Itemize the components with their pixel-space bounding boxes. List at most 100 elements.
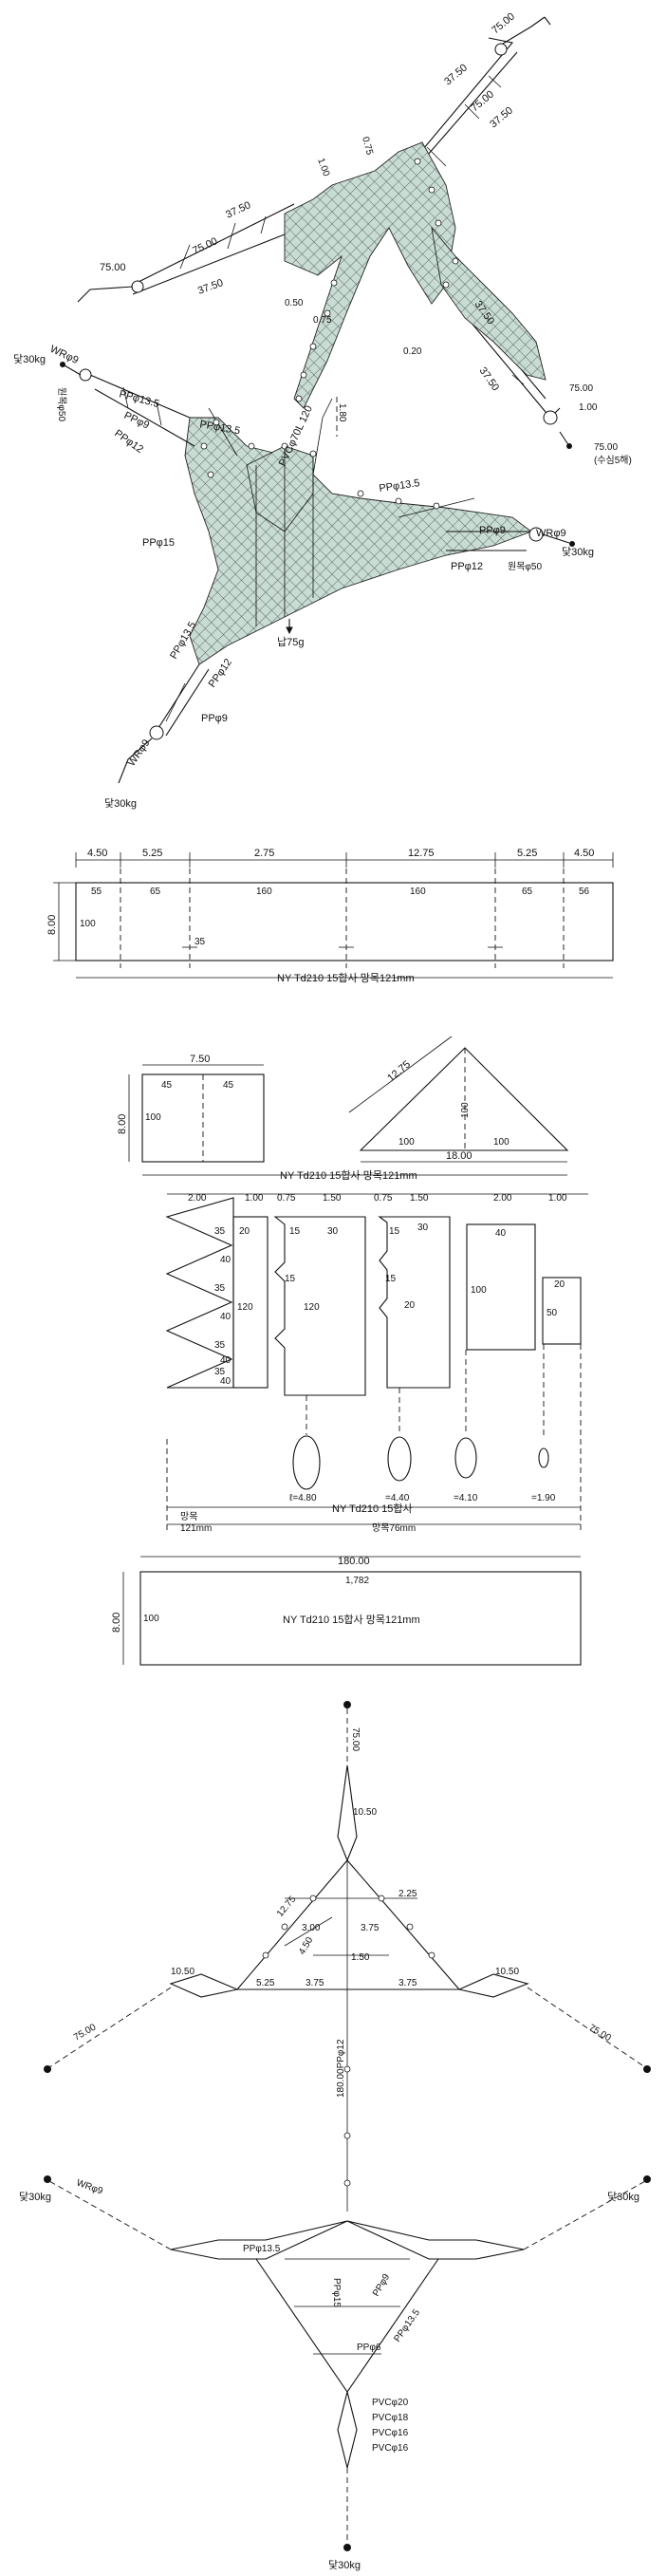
fig6-pvc-0: PVCφ20 <box>372 2398 409 2408</box>
right-float-label: 원목φ50 <box>508 561 542 572</box>
fig4-oval-label-3: =1.90 <box>531 1493 556 1503</box>
fig3-mesh-0: 45 <box>161 1080 173 1091</box>
pp-label-0: PPφ13.5 <box>118 388 160 410</box>
fig6-top-len: 75.00 <box>350 1727 361 1751</box>
fig5-rect <box>139 1571 582 1666</box>
fig3-tri-base-left: 100 <box>398 1137 415 1148</box>
pp-label-2: PPφ12 <box>112 428 145 456</box>
fig2-dim-4: 5.25 <box>517 848 537 859</box>
fig4-oval-3 <box>538 1447 549 1468</box>
fig2-panel: 4.50 5.25 2.75 12.75 5.25 4.50 55 65 160… <box>46 848 614 984</box>
fig1-dim-7: (수심5해) <box>594 454 632 466</box>
fig4-p3-1: 30 <box>417 1223 429 1233</box>
fig4-p5-1: 50 <box>547 1308 558 1318</box>
fig4-p1-1: 120 <box>237 1302 253 1313</box>
right-sinker-label: 닻30kg <box>562 546 594 558</box>
top-net-body <box>284 141 456 409</box>
fig1-len-0: 75.00 <box>490 10 517 36</box>
fig4-dim-1: 1.00 <box>245 1193 264 1204</box>
fig3-tri-side: 12.75 <box>385 1058 413 1084</box>
fig4-p2-1: 30 <box>327 1226 339 1237</box>
center-sinker-label: 납75g <box>277 636 304 648</box>
fig1-dim-6: 75.00 <box>569 383 593 394</box>
fig2-caption: NY Td210 15합사 망목121mm <box>277 972 415 984</box>
fig6-dim-1: 2.25 <box>398 1889 417 1899</box>
fig2-rect <box>75 882 614 961</box>
fig6-center: 180.00PPφ12 <box>336 2039 346 2098</box>
fig4-dim-2: 0.75 <box>277 1193 296 1204</box>
fig6-bottom-sinker: 닻30kg <box>328 2559 361 2571</box>
fig4-tri-5: 40 <box>220 1355 232 1366</box>
fig1-len-7: 37.50 <box>196 277 225 297</box>
pp-label-5: PPφ13.5 <box>379 477 420 495</box>
fig6-dim-8: 3.75 <box>398 1978 417 1988</box>
fig4-tri-3: 40 <box>220 1312 232 1322</box>
fig2-mesh-1: 65 <box>150 887 161 897</box>
fig6-dim-7: 3.75 <box>306 1978 324 1988</box>
bottom-sinker-label: 닻30kg <box>104 797 137 810</box>
fig4-mesh-left-a: 망목 <box>180 1511 197 1522</box>
pp-label-9: PPφ12 <box>207 657 234 690</box>
fig4-p2-3: 120 <box>304 1302 320 1313</box>
fig6-pvc-3: PVCφ16 <box>372 2443 409 2454</box>
pp-label-10: PPφ9 <box>201 713 228 724</box>
fig5-width-dim: 180.00 <box>338 1556 370 1567</box>
fig3-caption: NY Td210 15합사 망목121mm <box>280 1169 417 1182</box>
fig6-left-inner: 10.50 <box>171 1967 195 1977</box>
fig1-dim-0: 1.00 <box>315 157 331 177</box>
fig4-p3-0: 15 <box>389 1226 400 1237</box>
pp-label-7: PPφ12 <box>451 561 483 572</box>
fig4-mesh-right: 망목76mm <box>372 1522 416 1534</box>
fig5-height-mesh: 100 <box>143 1614 159 1624</box>
fig2-dim-0: 4.50 <box>87 848 107 859</box>
pp-label-4: PPφ15 <box>142 537 175 549</box>
fig4-oval-1 <box>387 1436 412 1482</box>
bottom-wr-label: WRφ9 <box>126 737 153 769</box>
fig2-dim-3: 12.75 <box>408 848 435 859</box>
fig4-dim-5: 1.50 <box>410 1193 429 1204</box>
fig1-dim-8: 75.00 <box>594 442 618 453</box>
fig6-br-sinker: 닻30kg <box>607 2191 639 2203</box>
fig3-triangle <box>359 1047 569 1151</box>
fig1-dim-3: 0.75 <box>313 315 332 326</box>
fig4-mesh-left-b: 121mm <box>180 1523 212 1534</box>
fig4-tri-0: 35 <box>214 1226 226 1237</box>
fig6-right-inner: 10.50 <box>495 1967 519 1977</box>
fig5-caption: NY Td210 15합사 망목121mm <box>283 1614 420 1626</box>
fig4-panel-2 <box>273 1216 366 1396</box>
fig1-len-5: 37.50 <box>224 199 252 221</box>
fig6-left-len: 75.00 <box>72 2022 99 2043</box>
fig6-pvc-2: PVCφ16 <box>372 2428 409 2438</box>
left-float-label: 원목φ50 <box>56 387 67 421</box>
fig2-dim-2: 2.75 <box>254 848 274 859</box>
fig6-dim-0: 12.75 <box>275 1894 299 1919</box>
fig3-width-dim: 7.50 <box>190 1054 210 1065</box>
fig6-dim-2: 3.00 <box>302 1923 321 1933</box>
fig2-height-mesh: 100 <box>80 919 96 929</box>
fig2-small-mark: 35 <box>195 937 206 947</box>
fig5-mesh: 1,782 <box>345 1576 369 1586</box>
fig3-panels: 7.50 45 45 8.00 100 12.75 100 100 100 18… <box>117 1036 569 1182</box>
fig6-bottom-0: PPφ13.5 <box>243 2244 281 2254</box>
fig4-p3-2: 15 <box>385 1274 397 1284</box>
fig1-len-4: 75.00 <box>100 262 126 273</box>
fig4-panel-4 <box>466 1223 536 1351</box>
fig4-oval-label-0: ℓ=4.80 <box>289 1493 317 1503</box>
fig1-len-9: 37.50 <box>477 365 502 393</box>
fig2-dim-5: 4.50 <box>574 848 594 859</box>
fig4-dim-3: 1.50 <box>323 1193 342 1204</box>
pp-label-6: PPφ9 <box>479 525 506 536</box>
fig6-plan: 75.00 10.50 12.75 2.25 3.00 3.75 4.50 1.… <box>19 1701 651 2571</box>
right-wing-net <box>431 226 547 381</box>
fig4-p2-2: 15 <box>285 1274 296 1284</box>
fig6-dim-6: 5.25 <box>256 1978 275 1988</box>
fig6-dim-5: 1.50 <box>351 1952 370 1963</box>
fig2-mesh-5: 56 <box>579 887 590 897</box>
fig4-tri-6: 35 <box>214 1367 226 1377</box>
fig4-p4-0: 40 <box>495 1228 507 1239</box>
fig2-mesh-2: 160 <box>256 887 272 897</box>
fig1-perspective-net: 75.00 37.50 75.00 37.50 75.00 37.50 75.0… <box>13 10 632 810</box>
fig3-tri-base-dim: 18.00 <box>446 1150 472 1162</box>
fig6-bottom-4: PPφ13.5 <box>392 2307 422 2344</box>
